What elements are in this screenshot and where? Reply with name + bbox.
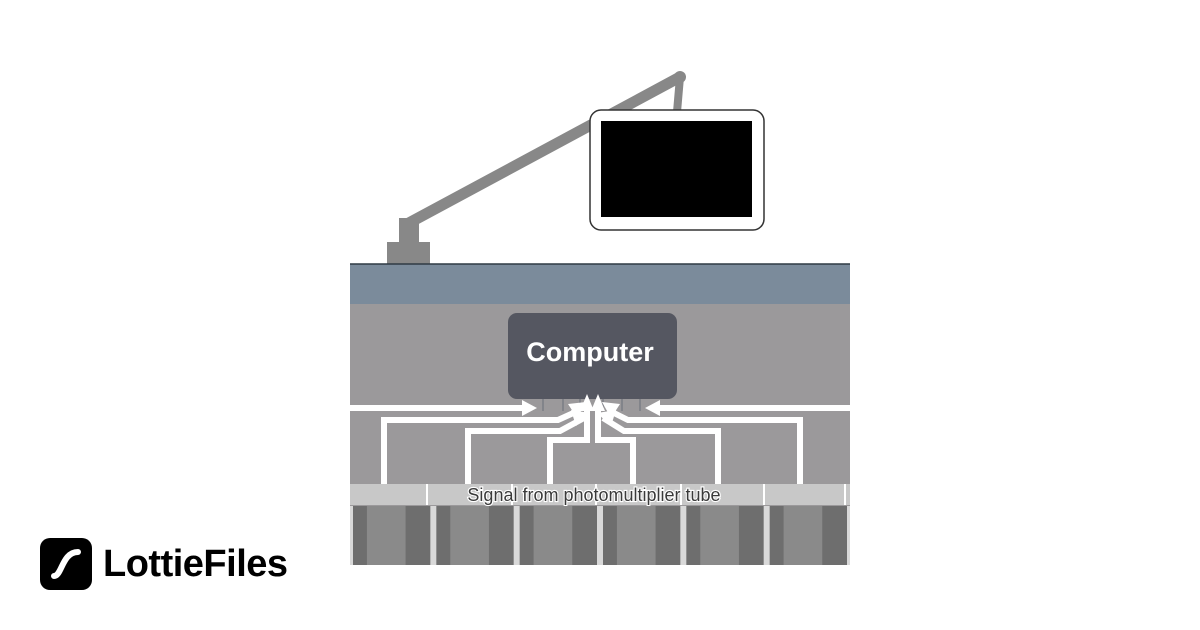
arrowhead-left — [522, 400, 537, 416]
wire-3 — [547, 409, 590, 484]
computer-label: Computer — [526, 337, 654, 367]
arm-joint — [674, 71, 686, 83]
monitor-screen — [601, 121, 752, 217]
arrowhead-3 — [580, 394, 594, 411]
arrowhead-2 — [571, 410, 590, 426]
wire-4 — [595, 409, 636, 484]
photomultiplier-tubes — [350, 506, 850, 565]
wire-1 — [381, 407, 582, 484]
photomultiplier-tube-highlight — [616, 506, 656, 565]
monitor — [589, 109, 765, 231]
wire-2 — [465, 415, 586, 484]
photomultiplier-tube-highlight — [366, 506, 406, 565]
tubes-background — [350, 506, 850, 565]
photomultiplier-tube-highlight — [450, 506, 489, 565]
signal-band-dividers — [426, 484, 846, 505]
computer-body — [508, 313, 677, 399]
lottiefiles-wordmark: LottieFiles — [103, 542, 288, 585]
photomultiplier-tube-highlight — [783, 506, 823, 565]
arm-base — [387, 242, 430, 264]
arm-beam — [401, 71, 686, 230]
signal-arrowheads — [522, 394, 660, 426]
wire-6 — [606, 407, 803, 484]
arrowhead-4 — [591, 394, 605, 411]
control-room-roof — [350, 264, 850, 304]
wire-5 — [601, 415, 721, 484]
photomultiplier-tube-highlight — [700, 506, 739, 565]
lottiefiles-logo-icon — [40, 538, 92, 590]
arrowhead-6 — [602, 402, 620, 418]
monitor-arm — [387, 71, 686, 264]
arrowhead-right — [645, 400, 660, 416]
arrowhead-1 — [568, 402, 586, 418]
photomultiplier-tube-highlight — [533, 506, 573, 565]
signal-wires — [350, 405, 850, 484]
signal-label: Signal from photomultiplier tube — [467, 485, 720, 505]
signal-band — [350, 484, 850, 505]
computer-box: Computer — [508, 313, 677, 411]
lottiefiles-brand: LottieFiles — [40, 538, 288, 590]
